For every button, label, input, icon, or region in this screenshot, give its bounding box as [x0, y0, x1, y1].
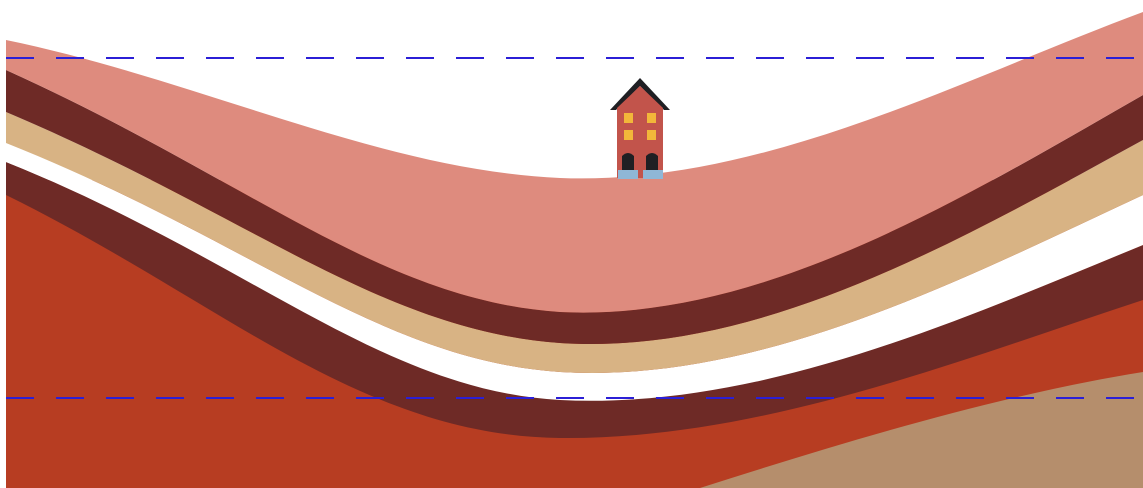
house-window	[647, 113, 656, 123]
house-door	[622, 153, 634, 172]
house-window	[624, 113, 633, 123]
house-door	[646, 153, 658, 172]
house-step	[618, 170, 638, 179]
house-window	[647, 130, 656, 140]
house-step	[643, 170, 663, 179]
house-window	[624, 130, 633, 140]
house-icon	[610, 78, 670, 179]
